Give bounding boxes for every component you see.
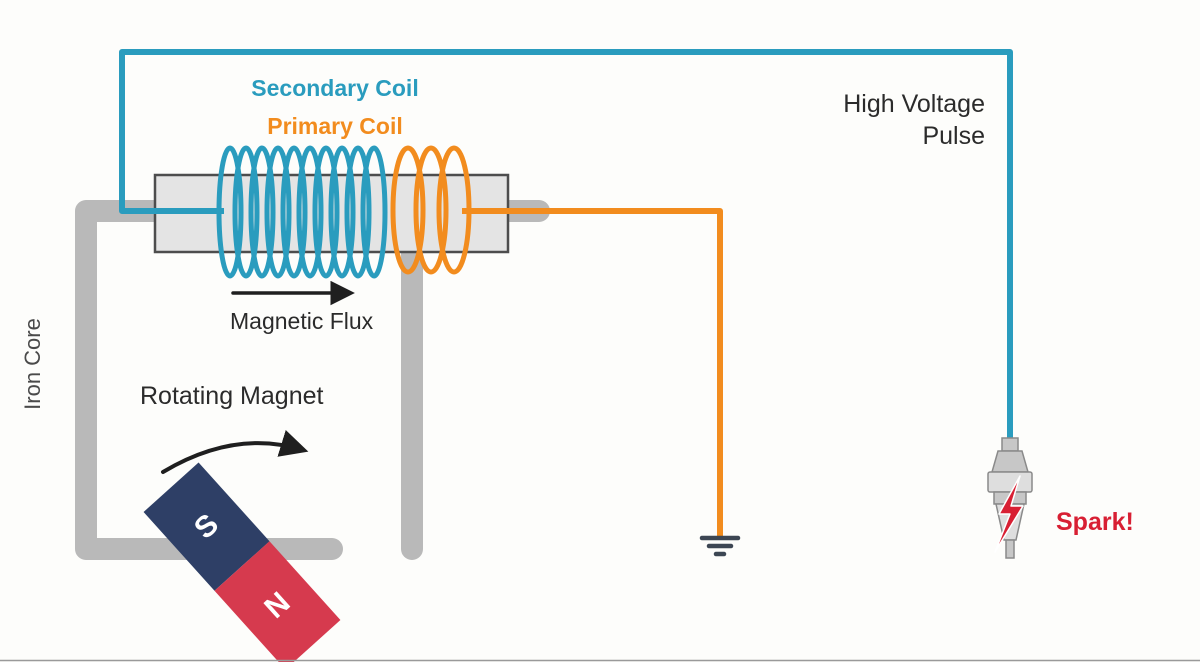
spark-plug: [987, 437, 1033, 559]
secondary-coil-loop: [344, 145, 372, 279]
primary-coil-winding: [390, 145, 472, 275]
primary-coil-loop: [390, 145, 426, 275]
spark-plug-hex-body: [987, 471, 1033, 493]
rotating-magnet: S N: [143, 462, 341, 662]
secondary-coil-loop: [296, 145, 324, 279]
primary-coil-loop: [436, 145, 472, 275]
high-voltage-label-line2: Pulse: [922, 122, 985, 150]
secondary-coil-winding: [216, 145, 388, 279]
rotating-magnet-label: Rotating Magnet: [140, 382, 324, 410]
secondary-coil-loop: [280, 145, 308, 279]
magnet-north-pole: [214, 541, 341, 662]
rotation-arrow: [161, 430, 309, 474]
secondary-coil-loop: [360, 145, 388, 279]
spark-plug-electrode: [1005, 539, 1015, 559]
primary-coil-loop: [413, 145, 449, 275]
spark-plug-insulator-top: [991, 450, 1029, 473]
secondary-coil-loop: [216, 145, 244, 279]
secondary-coil-loop: [264, 145, 292, 279]
secondary-wire: [119, 49, 1013, 444]
magnetic-flux-label: Magnetic Flux: [230, 308, 374, 334]
secondary-coil-loop: [328, 145, 356, 279]
spark-bolt-icon: [994, 475, 1024, 553]
secondary-coil-loop: [312, 145, 340, 279]
spark-plug-terminal: [1001, 437, 1019, 452]
high-voltage-label-line1: High Voltage: [843, 90, 985, 118]
iron-core-label: Iron Core: [20, 318, 45, 410]
primary-coil-label: Primary Coil: [267, 113, 403, 139]
primary-wire: [462, 208, 723, 536]
secondary-coil-loop: [248, 145, 276, 279]
magnet-south-pole: [143, 462, 270, 591]
spark-label: Spark!: [1056, 508, 1134, 536]
secondary-coil-label: Secondary Coil: [251, 75, 418, 101]
secondary-coil-loop: [232, 145, 260, 279]
ground-symbol: [699, 535, 741, 557]
